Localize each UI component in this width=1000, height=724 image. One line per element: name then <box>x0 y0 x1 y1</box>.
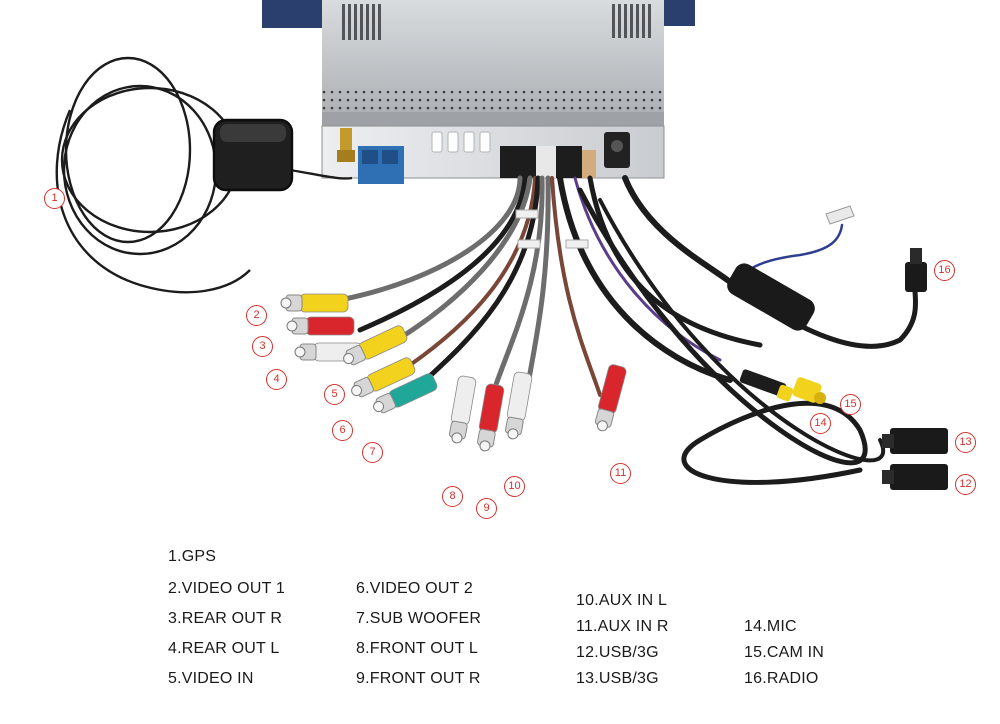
callout-15: 15 <box>840 394 861 415</box>
rca-front-out-r <box>477 383 505 452</box>
legend-item-5: 5.VIDEO IN <box>168 670 254 687</box>
callout-16: 16 <box>934 260 955 281</box>
rca-connector-icon <box>280 293 627 452</box>
rca-rear-out-r <box>286 316 355 336</box>
callout-9: 9 <box>476 498 497 519</box>
rca-aux-in-r <box>594 364 627 432</box>
head-unit-chassis <box>262 0 695 184</box>
radio-antenna-connector-icon <box>727 205 927 331</box>
microphone-jack-icon <box>739 369 826 404</box>
callout-12: 12 <box>955 474 976 495</box>
rca-aux-in-l <box>505 371 533 440</box>
legend-item-15: 15.CAM IN <box>744 644 825 661</box>
cable-bundle <box>337 175 919 485</box>
legend-item-7: 7.SUB WOOFER <box>356 610 482 627</box>
callout-2: 2 <box>246 305 267 326</box>
legend-item-8: 8.FRONT OUT L <box>356 640 479 657</box>
callout-5: 5 <box>324 384 345 405</box>
wiring-diagram: 1 2 3 4 5 6 7 8 9 10 11 12 13 14 15 16 <box>44 0 976 519</box>
legend-item-14: 14.MIC <box>744 618 797 635</box>
callout-11: 11 <box>610 463 631 484</box>
legend-item-16: 16.RADIO <box>744 670 819 687</box>
usb-connector-icon <box>882 428 948 490</box>
rca-video-in <box>343 325 408 366</box>
legend-item-2: 2.VIDEO OUT 1 <box>168 580 286 597</box>
legend-item-12: 12.USB/3G <box>576 644 659 661</box>
rca-front-out-l <box>449 375 477 444</box>
rca-video-out-2 <box>351 357 416 398</box>
callout-13: 13 <box>955 432 976 453</box>
harness-illustration <box>55 0 948 490</box>
legend-item-9: 9.FRONT OUT R <box>356 670 481 687</box>
callout-1: 1 <box>44 188 65 209</box>
rca-sub-woofer <box>373 373 438 414</box>
legend-item-11: 11.AUX IN R <box>576 618 669 635</box>
legend-item-10: 10.AUX IN L <box>576 592 668 609</box>
gps-antenna-icon <box>55 56 353 294</box>
callout-3: 3 <box>252 336 273 357</box>
legend-item-1: 1.GPS <box>168 548 217 565</box>
legend-item-3: 3.REAR OUT R <box>168 610 283 627</box>
callout-6: 6 <box>332 420 353 441</box>
callout-4: 4 <box>266 369 287 390</box>
callout-7: 7 <box>362 442 383 463</box>
legend-item-4: 4.REAR OUT L <box>168 640 280 657</box>
callout-8: 8 <box>442 486 463 507</box>
legend-item-6: 6.VIDEO OUT 2 <box>356 580 474 597</box>
callout-14: 14 <box>810 413 831 434</box>
callout-10: 10 <box>504 476 525 497</box>
legend-item-13: 13.USB/3G <box>576 670 659 687</box>
rca-video-out-1 <box>280 293 349 313</box>
